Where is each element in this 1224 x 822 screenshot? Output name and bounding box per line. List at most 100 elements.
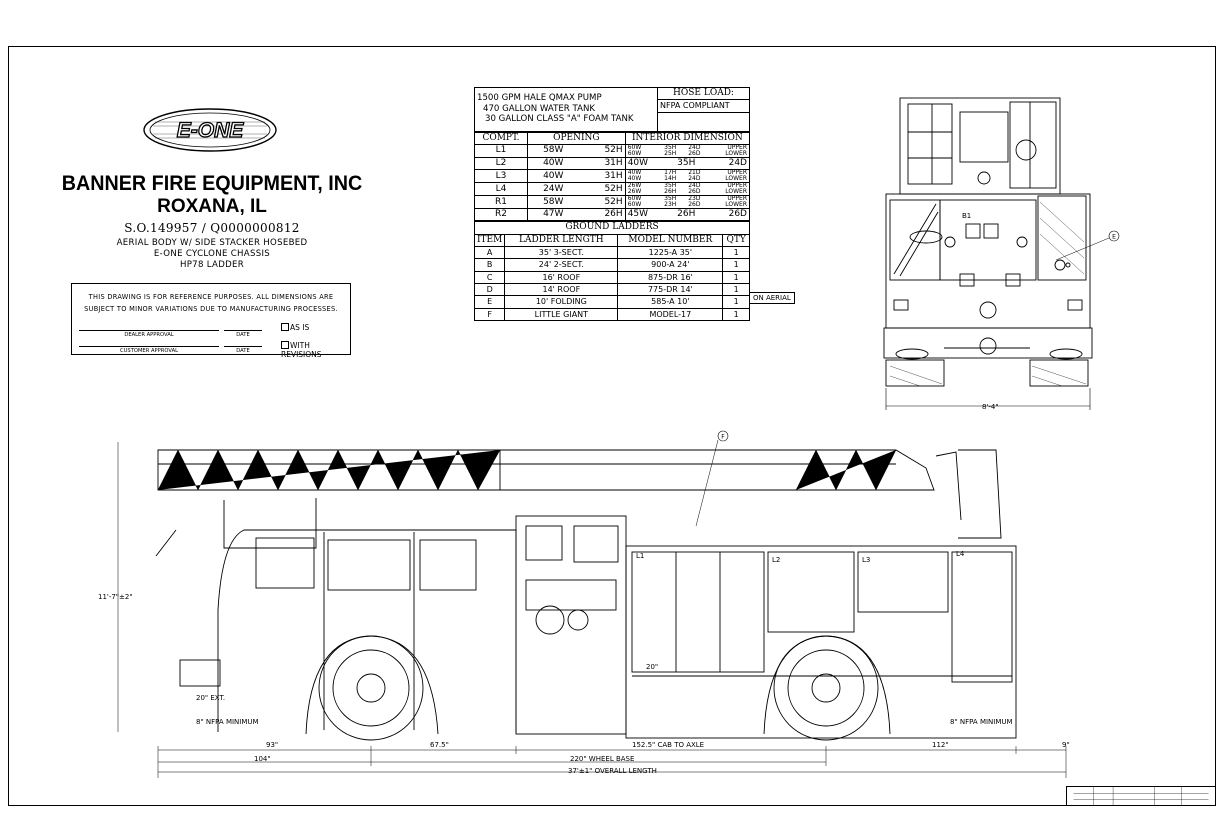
- callout-e: E: [1112, 234, 1116, 241]
- label-l3: L3: [862, 556, 870, 564]
- ladders-title: GROUND LADDERS: [474, 221, 750, 235]
- ladder-cell: LITTLE GIANT: [504, 307, 619, 321]
- company-name: BANNER FIRE EQUIPMENT, INC: [61, 172, 363, 195]
- dim-104: 104": [254, 755, 271, 763]
- ladder-header: LADDER LENGTH: [504, 233, 619, 248]
- ladder-cell: 900-A 24': [617, 258, 724, 272]
- hose-load-title: HOSE LOAD:: [657, 86, 750, 101]
- ladder-cell: B: [473, 258, 506, 272]
- dim-9: 9": [1062, 741, 1070, 749]
- nfpa-front-dim: 8" NFPA MINIMUM: [196, 718, 259, 726]
- ladder-cell: 1: [722, 258, 750, 272]
- sales-order: S.O.149957 / Q0000000812: [124, 221, 300, 235]
- hose-load-value: NFPA COMPLIANT: [657, 99, 750, 113]
- interior-d: 24D: [710, 156, 751, 171]
- opening-h: 52H: [578, 195, 626, 210]
- ladder-cell: 16' ROOF: [504, 270, 619, 284]
- desc-line: E-ONE CYCLONE CHASSIS: [153, 249, 271, 259]
- opening-w: 24W: [526, 182, 579, 197]
- opening-h: 52H: [578, 182, 626, 197]
- ladder-header: MODEL NUMBER: [617, 233, 724, 248]
- ladder-cell: 775-DR 14': [617, 282, 724, 297]
- ladder-cell: 1: [722, 246, 750, 260]
- ladder-cell: 1: [722, 307, 750, 321]
- interior-d: 26D: [710, 208, 751, 222]
- dim-93: 93": [266, 741, 279, 749]
- dealer-date-line: DATE: [224, 330, 262, 338]
- pump-spec: 1500 GPM HALE QMAX PUMP 470 GALLON WATER…: [474, 87, 658, 132]
- ladder-table: GROUND LADDERS ITEM LADDER LENGTH MODEL …: [473, 221, 750, 321]
- callout-f: F: [721, 434, 725, 441]
- company-city: ROXANA, IL: [157, 196, 267, 217]
- ladder-cell: 10' FOLDING: [504, 295, 619, 309]
- dim-67-5: 67.5": [430, 741, 449, 749]
- compt-header: COMPT.: [474, 131, 528, 145]
- label-l2: L2: [772, 556, 780, 564]
- opening-w: 47W: [526, 208, 579, 222]
- ladder-cell: 585-A 10': [617, 295, 724, 309]
- approval-box: THIS DRAWING IS FOR REFERENCE PURPOSES. …: [71, 283, 351, 359]
- label-l1: L1: [636, 552, 644, 560]
- opening-h: 31H: [578, 156, 626, 171]
- ladder-cell: 35' 3-SECT.: [504, 246, 619, 260]
- ladder-cell: 1: [722, 270, 750, 284]
- opening-w: 40W: [526, 156, 579, 171]
- compt-id: R2: [474, 208, 528, 222]
- as-is-checkbox[interactable]: AS IS: [281, 323, 309, 332]
- compt-id: L3: [474, 169, 528, 184]
- ext-dim: 20" EXT.: [196, 694, 226, 702]
- side-view-drawing: F L1 L2 L3 L4: [117, 430, 1067, 778]
- drawing-frame: [8, 46, 1216, 806]
- interior-h: 26H: [662, 208, 711, 222]
- pump-hose-table: 1500 GPM HALE QMAX PUMP 470 GALLON WATER…: [474, 86, 750, 132]
- desc-line: AERIAL BODY W/ SIDE STACKER HOSEBED: [116, 238, 308, 248]
- spec-table: 1500 GPM HALE QMAX PUMP 470 GALLON WATER…: [473, 86, 751, 331]
- ladder-cell: C: [473, 270, 506, 284]
- ladder-header: QTY: [722, 233, 750, 248]
- logo-text: E-ONE: [177, 119, 245, 142]
- on-aerial-note: ON AERIAL: [749, 292, 795, 304]
- opening-w: 58W: [526, 143, 579, 158]
- ladder-cell: MODEL-17: [617, 307, 724, 321]
- label-l4: L4: [956, 550, 965, 558]
- dim-112: 112": [932, 741, 949, 749]
- opening-w: 40W: [526, 169, 579, 184]
- nfpa-rear-dim: 8" NFPA MINIMUM: [950, 718, 1013, 726]
- ladder-cell: 1: [722, 295, 750, 309]
- opening-h: 52H: [578, 143, 626, 158]
- with-revisions-checkbox[interactable]: WITH REVISIONS: [281, 341, 322, 359]
- rear-view-drawing: B1 E: [883, 97, 1120, 410]
- compt-id: L2: [474, 156, 528, 171]
- opening-w: 58W: [526, 195, 579, 210]
- note-line: SUBJECT TO MINOR VARIATIONS DUE TO MANUF…: [84, 305, 338, 313]
- ladder-cell: A: [473, 246, 506, 260]
- label-b1: B1: [962, 212, 971, 220]
- ladder-cell: D: [473, 282, 506, 297]
- dim-cab-to-axle: 152.5" CAB TO AXLE: [632, 741, 705, 749]
- note-line: THIS DRAWING IS FOR REFERENCE PURPOSES. …: [88, 293, 334, 301]
